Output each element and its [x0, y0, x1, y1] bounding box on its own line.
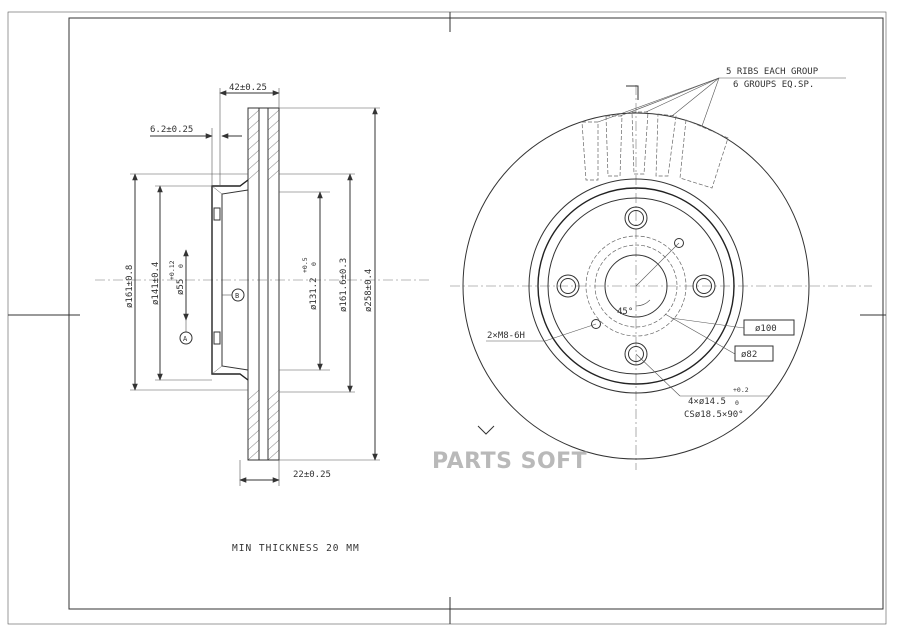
- section-view: 42±0.25 6.2±0.25 22±0.25 ø161±0.8 ø141±0…: [95, 83, 430, 554]
- diameter-131-tolerance-upper: +0.5: [301, 257, 309, 273]
- holes-tolerance-lower: 0: [735, 399, 739, 407]
- hat-inner-step: [547, 197, 725, 375]
- countersink-callout: CSø18.5×90°: [684, 410, 744, 420]
- center-bore: [604, 254, 668, 318]
- section-hatching: [247, 109, 280, 461]
- width-total-dimension: 42±0.25: [229, 83, 267, 93]
- section-arrow-top: [626, 85, 639, 100]
- front-view: 45° 5 RIBS EACH GROUP 6 GROUPS EQ.SP. 2×…: [450, 67, 872, 470]
- hat-section-profile: [211, 179, 249, 381]
- watermark-text: PARTS SOFT: [432, 449, 587, 474]
- disc-outer-edge: [462, 112, 810, 460]
- datum-a-label: A: [183, 335, 188, 343]
- pcd-100-callout: ø100: [755, 324, 777, 334]
- diameter-131-dimension: ø131.2: [309, 277, 319, 310]
- drawing-frame: [7, 11, 887, 625]
- diameter-161-dimension: ø161±0.8: [125, 265, 135, 308]
- hat-outer-edge: [537, 187, 735, 385]
- outer-friction-plate: [247, 107, 260, 461]
- datum-a-symbol: [179, 331, 193, 345]
- diameter-258-dimension: ø258±0.4: [364, 269, 374, 312]
- holes-tolerance-upper: +0.2: [733, 386, 749, 394]
- flange-thickness-dimension: 6.2±0.25: [150, 125, 193, 135]
- threaded-hole-lower: [591, 319, 601, 329]
- angle-label: 45°: [617, 307, 633, 317]
- wheel-stud-hole-section: [213, 207, 221, 221]
- pcd-100-circle: [585, 235, 687, 337]
- datum-b-label: B: [235, 292, 239, 300]
- pcd-82-circle: [594, 244, 678, 328]
- diameter-55-tolerance-upper: +0.12: [168, 260, 176, 280]
- datum-b-symbol: [231, 288, 245, 302]
- ventilation-ribs-hidden: [581, 111, 729, 189]
- diameter-55-tolerance-lower: 0: [177, 264, 185, 268]
- pcd-82-callout: ø82: [741, 350, 757, 360]
- diameter-141-dimension: ø141±0.4: [151, 262, 161, 305]
- section-arrow-bottom: [477, 425, 495, 435]
- min-thickness-note: MIN THICKNESS 20 MM: [232, 543, 360, 554]
- thread-callout: 2×M8-6H: [487, 331, 525, 341]
- threaded-hole-upper: [674, 238, 684, 248]
- diameter-161-6-dimension: ø161.6±0.3: [339, 258, 349, 312]
- diameter-55-dimension: ø55: [176, 279, 186, 295]
- diameter-131-tolerance-lower: 0: [310, 262, 318, 266]
- pcd-100-callout-box: [743, 319, 795, 336]
- ribs-note-line1: 5 RIBS EACH GROUP: [726, 67, 819, 77]
- inner-friction-plate: [267, 107, 280, 461]
- friction-width-dimension: 22±0.25: [293, 470, 331, 480]
- holes-callout: 4×ø14.5: [688, 397, 726, 407]
- wheel-bolt-holes: [556, 206, 716, 366]
- pcd-82-callout-box: [734, 345, 774, 362]
- ribs-note-line2: 6 GROUPS EQ.SP.: [733, 80, 814, 90]
- friction-inner-edge: [528, 178, 744, 394]
